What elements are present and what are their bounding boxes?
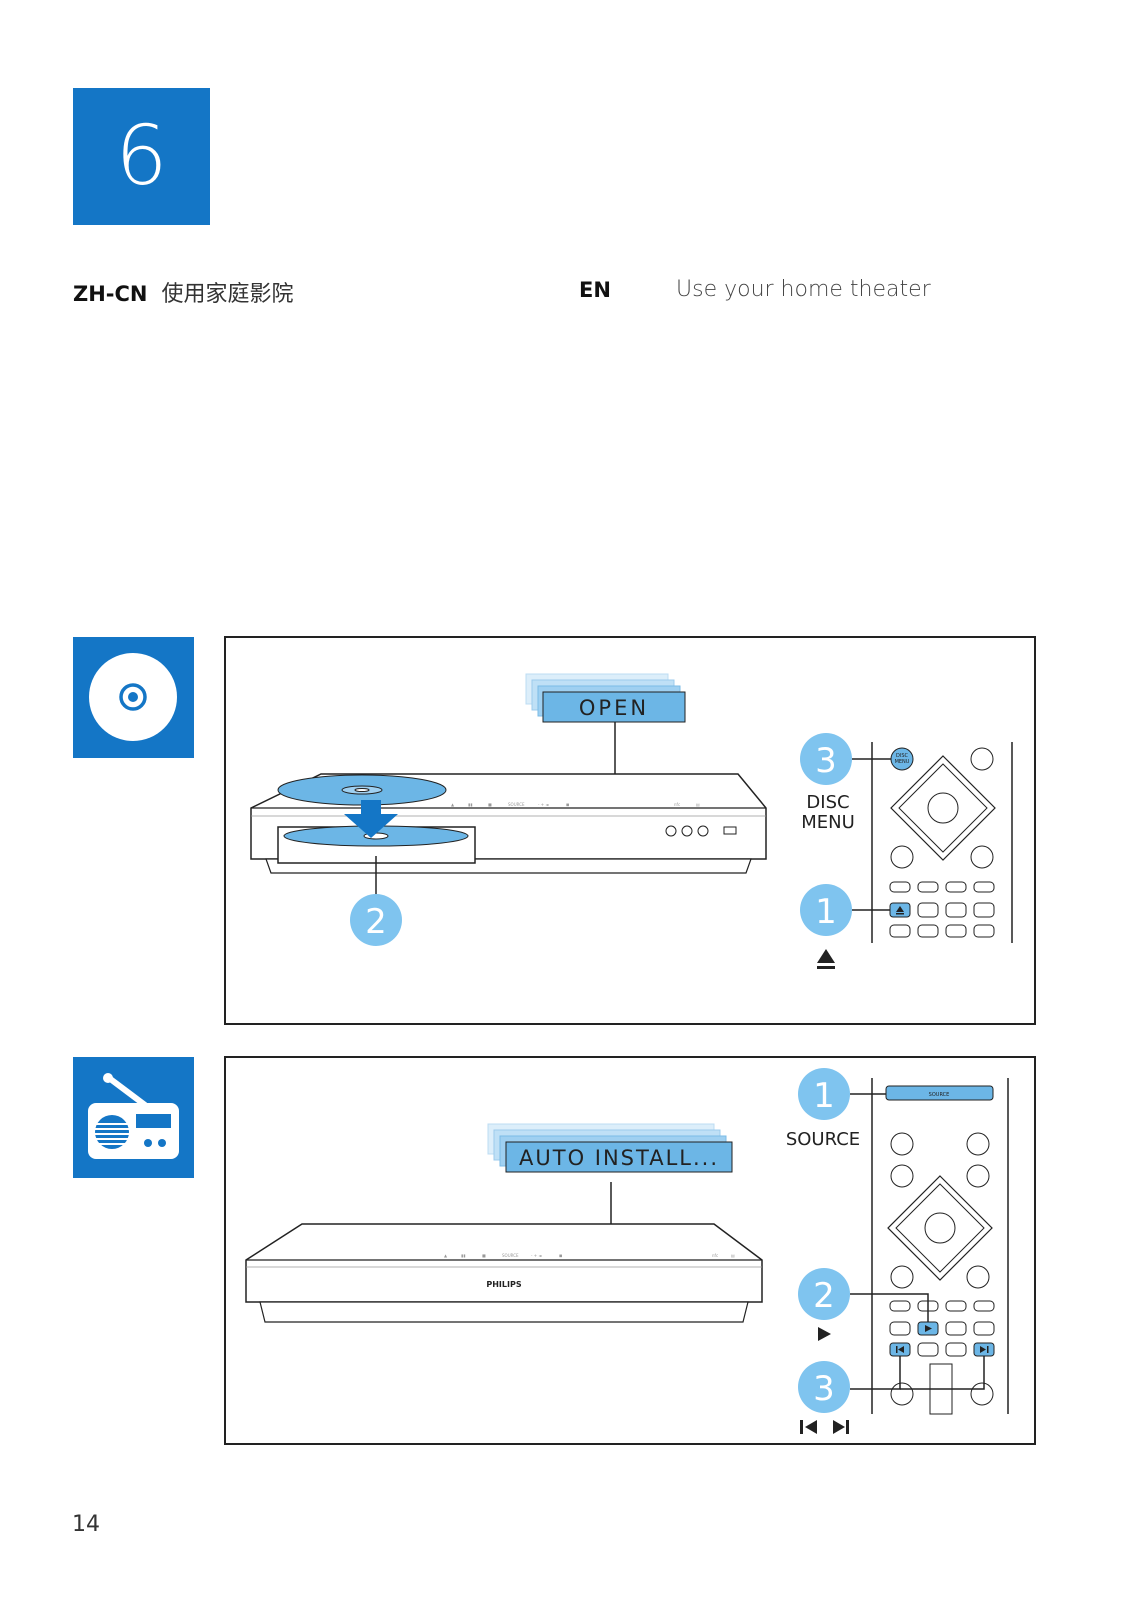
- disc-menu-label-1: DISC: [806, 792, 849, 813]
- disc-instruction-panel: OPEN ▲ ▮▮ ■ SOURCE - + ◄ ◼ nfc ▤ 2: [224, 636, 1036, 1025]
- svg-text:■: ■: [482, 1253, 486, 1258]
- svg-text:nfc: nfc: [674, 802, 680, 807]
- open-display-text: OPEN: [579, 696, 649, 720]
- svg-text:▤: ▤: [696, 802, 700, 807]
- svg-text:■: ■: [488, 802, 492, 807]
- disc-section-icon-box: [73, 637, 194, 758]
- svg-text:SOURCE: SOURCE: [508, 802, 525, 807]
- next-icon: [833, 1420, 849, 1434]
- svg-text:▲: ▲: [444, 1253, 448, 1258]
- svg-text:DISC: DISC: [896, 753, 908, 759]
- step-number-box: 6: [73, 88, 210, 225]
- play-icon: [818, 1327, 831, 1341]
- disc-icon: [89, 653, 177, 741]
- svg-text:SOURCE: SOURCE: [502, 1253, 519, 1258]
- disc-illustration: OPEN ▲ ▮▮ ■ SOURCE - + ◄ ◼ nfc ▤ 2: [250, 673, 1013, 969]
- svg-text:▮▮: ▮▮: [461, 1253, 465, 1258]
- radio-instruction-panel: AUTO INSTALL... PHILIPS ▲ ▮▮ ■ SOURCE - + ◄…: [224, 1056, 1036, 1445]
- svg-text:◼: ◼: [559, 1253, 562, 1258]
- radio-illustration: AUTO INSTALL... PHILIPS ▲ ▮▮ ■ SOURCE - + ◄…: [245, 1068, 1009, 1434]
- callout-2: 2: [365, 902, 387, 942]
- en-language-code: EN: [579, 278, 611, 302]
- zh-title: 使用家庭影院: [161, 282, 294, 307]
- svg-text:- + ◄: - + ◄: [538, 802, 549, 807]
- callout-2: 2: [813, 1276, 835, 1316]
- callout-3: 3: [813, 1369, 835, 1409]
- disc-menu-label-2: MENU: [801, 812, 855, 833]
- svg-text:▲: ▲: [451, 802, 455, 807]
- callout-1: 1: [813, 1076, 835, 1116]
- auto-install-display-text: AUTO INSTALL...: [519, 1146, 719, 1170]
- svg-text:◼: ◼: [566, 802, 569, 807]
- eject-icon: [817, 949, 835, 969]
- source-label: SOURCE: [786, 1129, 860, 1150]
- remote-source-button: SOURCE: [929, 1092, 950, 1098]
- brand-label: PHILIPS: [486, 1280, 521, 1289]
- en-title: Use your home theater: [676, 277, 931, 302]
- svg-text:nfc: nfc: [712, 1253, 718, 1258]
- svg-text:▮▮: ▮▮: [468, 802, 472, 807]
- page-number: 14: [72, 1512, 100, 1537]
- step-number: 6: [115, 109, 168, 204]
- callout-3: 3: [815, 741, 837, 781]
- zh-language-code: ZH-CN: [73, 282, 148, 306]
- callout-1: 1: [815, 892, 837, 932]
- svg-text:MENU: MENU: [895, 759, 910, 765]
- radio-section-icon-box: [73, 1057, 194, 1178]
- radio-icon: [88, 1073, 179, 1159]
- svg-text:▤: ▤: [731, 1253, 735, 1258]
- zh-heading: ZH-CN 使用家庭影院: [73, 276, 294, 308]
- previous-icon: [800, 1420, 817, 1434]
- svg-text:- + ◄: - + ◄: [531, 1253, 542, 1258]
